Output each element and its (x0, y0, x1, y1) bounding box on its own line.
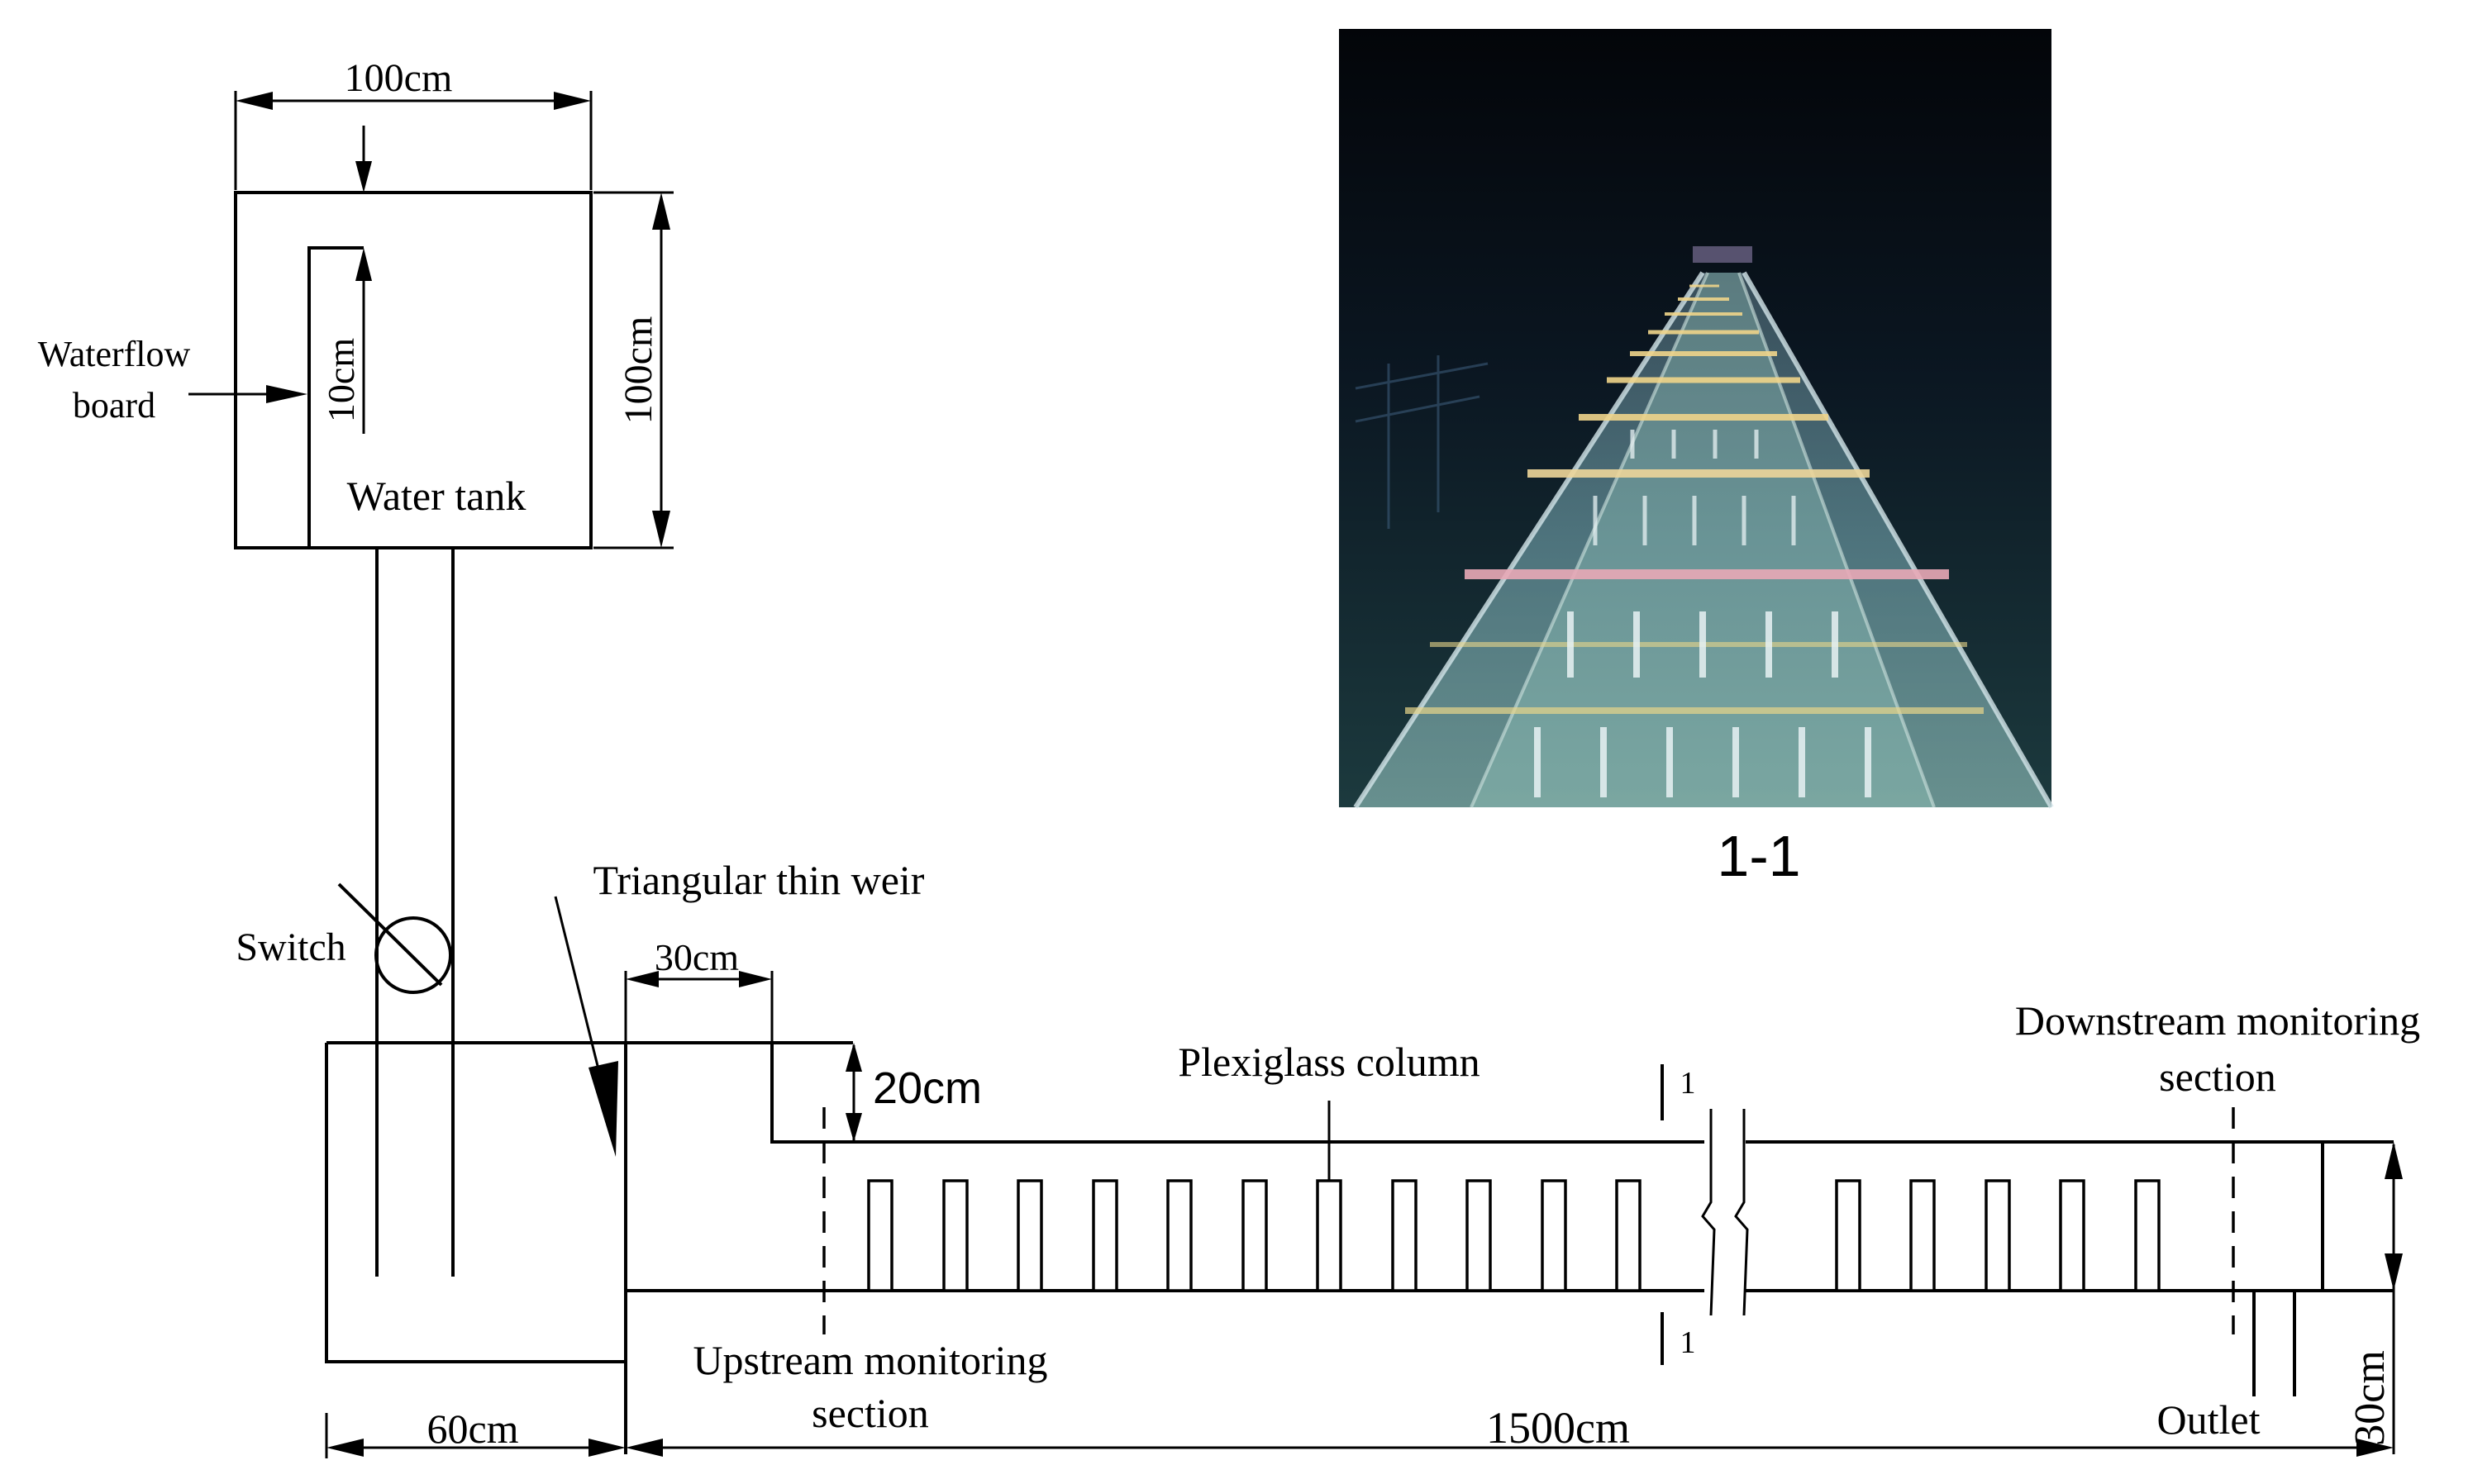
outlet: Outlet (2157, 1291, 2296, 1443)
switch-valve: Switch (236, 882, 452, 994)
section-marks: 1 1 (1661, 1064, 1696, 1365)
column (1985, 1179, 2011, 1292)
column (1241, 1179, 1268, 1292)
column (942, 1179, 969, 1292)
channel-break-lines (1701, 1109, 1749, 1316)
waterflow-board-callout: Waterflow board (38, 334, 307, 426)
column (1166, 1179, 1193, 1292)
column (1391, 1179, 1418, 1292)
channel-length-label: 1500cm (1486, 1403, 1630, 1453)
water-tank (234, 191, 593, 549)
switch-label: Switch (236, 925, 345, 969)
waterflow-board-label-2: board (73, 385, 155, 426)
downstream-label-1: Downstream monitoring (2015, 997, 2420, 1044)
channel-height-dimension: 30cm (2347, 1142, 2403, 1454)
tank-height-dimension: 100cm (593, 191, 674, 549)
step-height-dimension: 20cm (846, 1043, 982, 1142)
column (1316, 1179, 1342, 1292)
column (1092, 1179, 1118, 1292)
triangular-weir-label: Triangular thin weir (593, 857, 925, 903)
downstream-monitoring-section: Downstream monitoring section (2015, 997, 2420, 1334)
upstream-monitoring-section: Upstream monitoring section (693, 1107, 1048, 1436)
inlet-basin (325, 1041, 853, 1454)
section-mark-top: 1 (1680, 1066, 1696, 1101)
step-height-label: 20cm (873, 1063, 982, 1113)
board-gap-label: 10cm (320, 338, 362, 422)
basin-width-dimension: 60cm (325, 1406, 626, 1458)
tank-height-label: 100cm (617, 316, 660, 425)
step-width-label: 30cm (655, 936, 739, 978)
upstream-label-1: Upstream monitoring (693, 1337, 1047, 1383)
column (2134, 1179, 2161, 1292)
plexiglass-columns (867, 1179, 2161, 1292)
downstream-label-2: section (2159, 1054, 2276, 1100)
channel-length-dimension: 1500cm (626, 1403, 2394, 1457)
tank-width-dimension: 100cm (234, 56, 593, 190)
tank-width-label: 100cm (345, 56, 453, 100)
section-mark-bottom: 1 (1680, 1325, 1696, 1360)
waterflow-board-label-1: Waterflow (38, 334, 191, 374)
outlet-label: Outlet (2157, 1396, 2261, 1443)
column (1615, 1179, 1642, 1292)
supply-pipes (375, 548, 455, 1277)
channel-height-label: 30cm (2347, 1350, 2394, 1446)
column (1541, 1179, 1567, 1292)
column (2059, 1179, 2085, 1292)
column (1909, 1179, 1936, 1292)
upstream-label-2: section (812, 1390, 929, 1436)
plexiglass-column-callout: Plexiglass column (1178, 1039, 1480, 1181)
step-width-dimension: 30cm (624, 936, 774, 1043)
plexiglass-column-label: Plexiglass column (1178, 1039, 1480, 1085)
column (1835, 1179, 1861, 1292)
column (867, 1179, 893, 1292)
column (1017, 1179, 1043, 1292)
water-tank-label: Water tank (347, 473, 527, 519)
column (1465, 1179, 1492, 1292)
flume-photo (1339, 29, 2054, 809)
basin-width-label: 60cm (426, 1406, 518, 1452)
board-gap-dimension: 10cm (320, 126, 372, 434)
photo-caption: 1-1 (1717, 824, 1800, 888)
triangular-weir-callout: Triangular thin weir (554, 857, 925, 1157)
